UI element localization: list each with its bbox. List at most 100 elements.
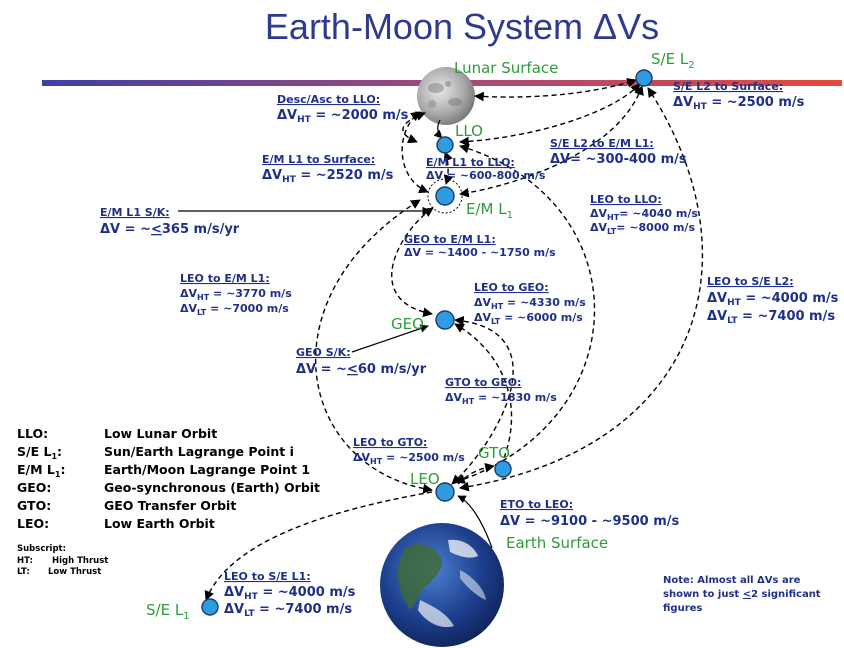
svg-text:Desc/Asc to LLO:: Desc/Asc to LLO: xyxy=(277,93,380,106)
svg-text:Subscript:: Subscript: xyxy=(17,544,66,554)
svg-text:ΔV = ~1400 - ~1750 m/s: ΔV = ~1400 - ~1750 m/s xyxy=(404,246,556,259)
svg-text:ΔVLT= ~8000 m/s: ΔVLT= ~8000 m/s xyxy=(590,221,695,236)
label-lunar-surface: Lunar Surface xyxy=(454,59,558,77)
path-surface-llo-solid xyxy=(433,119,443,139)
annotation-se-l2-em-l1: S/E L2 to E/M L1: ΔV= ~300-400 m/s xyxy=(550,137,687,167)
svg-text:High Thrust: High Thrust xyxy=(52,556,108,566)
annotation-leo-geo: LEO to GEO: ΔVHT = ~4330 m/s ΔVLT = ~600… xyxy=(474,281,586,326)
svg-text:ΔVHT = ~4000 m/s: ΔVHT = ~4000 m/s xyxy=(707,291,839,308)
svg-text:LEO to S/E L1:: LEO to S/E L1: xyxy=(224,570,311,583)
svg-text:ΔV= ~300-400 m/s: ΔV= ~300-400 m/s xyxy=(550,152,687,167)
label-se-l2: S/E L2 xyxy=(651,50,695,71)
svg-text:ΔV = ~<365 m/s/yr: ΔV = ~<365 m/s/yr xyxy=(100,222,240,237)
annotation-eto-leo: ETO to LEO: ΔV = ~9100 - ~9500 m/s xyxy=(500,498,679,529)
label-earth-surface: Earth Surface xyxy=(506,534,608,552)
svg-text:LEO to GEO:: LEO to GEO: xyxy=(474,281,549,294)
svg-text:ΔV = ~600-800 m/s: ΔV = ~600-800 m/s xyxy=(426,169,546,182)
node-se-l1[interactable] xyxy=(201,598,219,616)
svg-text:ΔVHT = ~4000 m/s: ΔVHT = ~4000 m/s xyxy=(224,585,356,602)
svg-text:HT:: HT: xyxy=(17,556,33,566)
annotation-leo-gto: LEO to GTO: ΔVHT = ~2500 m/s xyxy=(353,436,465,466)
annotation-leo-llo: LEO to LLO: ΔVHT= ~4040 m/s ΔVLT= ~8000 … xyxy=(590,193,698,236)
svg-text:GEO S/K:: GEO S/K: xyxy=(296,346,351,359)
earth-image xyxy=(380,523,504,647)
node-geo[interactable] xyxy=(435,310,455,330)
svg-text:S/E L2 to Surface:: S/E L2 to Surface: xyxy=(673,80,783,93)
svg-text:E/M L1 S/K:: E/M L1 S/K: xyxy=(100,206,170,219)
node-leo[interactable] xyxy=(435,482,455,502)
annotation-leo-se-l1: LEO to S/E L1: ΔVHT = ~4000 m/s ΔVLT = ~… xyxy=(224,570,356,619)
svg-text:ΔVHT = ~1830 m/s: ΔVHT = ~1830 m/s xyxy=(445,391,557,406)
diagram-title: Earth-Moon System ΔVs xyxy=(265,6,659,47)
svg-text:E/M L1 to LLO:: E/M L1 to LLO: xyxy=(426,156,515,169)
node-se-l2[interactable] xyxy=(635,69,653,87)
legend-abbr-llo: LLO: xyxy=(17,426,48,441)
path-gto-geo xyxy=(454,323,513,459)
svg-text:ΔVHT = ~2000 m/s: ΔVHT = ~2000 m/s xyxy=(277,108,409,125)
svg-text:LEO to E/M L1:: LEO to E/M L1: xyxy=(180,272,270,285)
svg-text:Low Thrust: Low Thrust xyxy=(48,567,101,577)
annotation-se-l2-surface: S/E L2 to Surface: ΔVHT = ~2500 m/s xyxy=(673,80,805,112)
svg-text:ΔVHT = ~4330 m/s: ΔVHT = ~4330 m/s xyxy=(474,296,586,311)
path-em-l1-llo xyxy=(443,151,454,185)
annotation-geo-em-l1: GEO to E/M L1: ΔV = ~1400 - ~1750 m/s xyxy=(404,233,556,259)
path-leo-geo xyxy=(451,315,514,485)
svg-text:LEO to LLO:: LEO to LLO: xyxy=(590,193,662,206)
svg-text:figures: figures xyxy=(663,603,702,614)
svg-text:S/E L2 to E/M L1:: S/E L2 to E/M L1: xyxy=(550,137,654,150)
annotation-gto-geo: GTO to GEO: ΔVHT = ~1830 m/s xyxy=(445,376,557,406)
svg-text:ΔVLT = ~7400 m/s: ΔVLT = ~7400 m/s xyxy=(224,602,352,619)
svg-text:ΔVLT = ~7400 m/s: ΔVLT = ~7400 m/s xyxy=(707,309,835,326)
svg-text:ΔVHT = ~2500 m/s: ΔVHT = ~2500 m/s xyxy=(353,451,465,466)
svg-text:LT:: LT: xyxy=(17,567,30,577)
legend-abbr-se-l1: S/E L1: xyxy=(17,444,62,461)
label-em-l1: E/M L1 xyxy=(466,200,513,221)
label-leo: LEO xyxy=(410,470,440,488)
path-leo-se-l2 xyxy=(459,87,703,492)
subscript-legend: Subscript: HT: High Thrust LT: Low Thrus… xyxy=(17,544,108,577)
svg-text:ΔV = ~<60 m/s/yr: ΔV = ~<60 m/s/yr xyxy=(296,362,427,377)
path-leo-em-l1 xyxy=(315,199,433,494)
svg-text:ΔVHT = ~3770 m/s: ΔVHT = ~3770 m/s xyxy=(180,287,292,302)
node-em-l1[interactable] xyxy=(435,186,455,206)
legend-desc-em-l1: Earth/Moon Lagrange Point 1 xyxy=(104,462,310,477)
node-llo[interactable] xyxy=(436,136,454,154)
annotation-desc-asc-llo: Desc/Asc to LLO: ΔVHT = ~2000 m/s xyxy=(277,93,409,125)
svg-text:ΔVHT= ~4040 m/s: ΔVHT= ~4040 m/s xyxy=(590,207,698,222)
legend-abbr-em-l1: E/M L1: xyxy=(17,462,65,479)
path-se-l2-llo xyxy=(459,83,641,147)
path-leo-se-l1 xyxy=(204,491,433,601)
svg-text:LEO to S/E L2:: LEO to S/E L2: xyxy=(707,275,794,288)
pointer-geo-sk xyxy=(351,324,429,353)
legend-desc-geo: Geo-synchronous (Earth) Orbit xyxy=(104,480,320,495)
svg-text:Note: Almost all ΔVs are: Note: Almost all ΔVs are xyxy=(663,575,801,586)
legend-desc-gto: GEO Transfer Orbit xyxy=(104,498,236,513)
abbreviation-legend: LLO: Low Lunar Orbit S/E L1: Sun/Earth L… xyxy=(17,426,320,531)
svg-text:ΔVHT = ~2520 m/s: ΔVHT = ~2520 m/s xyxy=(262,168,394,185)
annotation-geo-sk: GEO S/K: ΔV = ~<60 m/s/yr xyxy=(296,346,427,377)
legend-abbr-gto: GTO: xyxy=(17,498,51,513)
label-geo: GEO xyxy=(391,315,424,333)
svg-text:ΔVLT = ~7000 m/s: ΔVLT = ~7000 m/s xyxy=(180,302,289,317)
label-se-l1: S/E L1 xyxy=(146,601,190,622)
path-leo-gto xyxy=(457,462,495,485)
path-em-l1-surface xyxy=(401,111,429,194)
label-llo: LLO xyxy=(455,122,483,140)
legend-abbr-geo: GEO: xyxy=(17,480,51,495)
svg-text:LEO to GTO:: LEO to GTO: xyxy=(353,436,427,449)
label-gto: GTO xyxy=(478,444,510,462)
svg-text:E/M L1 to Surface:: E/M L1 to Surface: xyxy=(262,153,375,166)
svg-text:GTO to GEO:: GTO to GEO: xyxy=(445,376,521,389)
svg-text:ETO to LEO:: ETO to LEO: xyxy=(500,498,573,511)
annotation-em-l1-llo: E/M L1 to LLO: ΔV = ~600-800 m/s xyxy=(426,156,546,182)
svg-text:ΔV = ~9100 - ~9500 m/s: ΔV = ~9100 - ~9500 m/s xyxy=(500,514,679,529)
legend-desc-leo: Low Earth Orbit xyxy=(104,516,215,531)
path-se-l2-surface xyxy=(474,78,637,102)
node-gto[interactable] xyxy=(494,460,512,478)
legend-desc-se-l1: Sun/Earth Lagrange Point i xyxy=(104,444,294,459)
svg-text:ΔVLT = ~6000 m/s: ΔVLT = ~6000 m/s xyxy=(474,311,583,326)
svg-text:ΔVHT = ~2500 m/s: ΔVHT = ~2500 m/s xyxy=(673,95,805,112)
annotation-em-l1-sk: E/M L1 S/K: ΔV = ~<365 m/s/yr xyxy=(100,206,240,237)
path-eto-leo xyxy=(457,495,493,549)
